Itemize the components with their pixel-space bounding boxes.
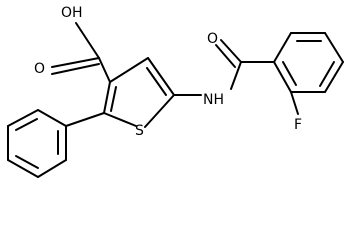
bond-phenyl-4-inner: [15, 155, 39, 169]
bond-amide-c-o-double-2: [215, 44, 236, 68]
acid-carbonyl-oxygen-label: O: [34, 61, 45, 77]
bond-acid-c-oh: [75, 22, 100, 59]
bond-phenyl-2-inner: [15, 118, 38, 131]
bond-acid-c-o-double-1: [51, 57, 100, 68]
bond-fluorophenyl-3: [324, 32, 344, 63]
bond-fluorophenyl-6-inner: [282, 61, 297, 86]
bond-lines: [7, 22, 344, 178]
bond-fluorophenyl-4: [324, 61, 344, 93]
bond-phenyl-4: [7, 159, 39, 178]
amide-carbonyl-oxygen-label: O: [207, 31, 218, 47]
bond-c5-s: [144, 94, 175, 128]
bond-fluorophenyl-1: [273, 32, 292, 63]
sulfur-label: S: [135, 123, 144, 139]
atom-labels: OH O O NH S F: [34, 5, 302, 139]
bond-c-f: [290, 91, 299, 115]
bond-acid-c-o-double-2: [51, 63, 100, 75]
bond-fluorophenyl-4-inner: [319, 61, 335, 87]
chemical-structure-diagram: OH O O NH S F: [7, 5, 344, 178]
bond-amide-c-o-double-1: [220, 39, 242, 63]
bond-c3-c4: [109, 57, 149, 83]
bond-c4-c5: [147, 57, 175, 96]
fluorine-label: F: [294, 117, 302, 133]
hydroxyl-label: OH: [61, 5, 83, 21]
bond-fluorophenyl-6: [273, 61, 292, 93]
bond-nh-carbonyl-c: [230, 61, 242, 90]
bond-c2-c3: [103, 81, 111, 114]
bond-acid-c-ring: [98, 57, 111, 83]
bond-c2-phenyl: [65, 112, 105, 127]
bond-phenyl-2: [7, 109, 39, 127]
bond-c2-c3-inner: [110, 86, 117, 112]
bond-s-c2: [103, 112, 137, 127]
bond-phenyl-1: [37, 109, 67, 127]
bond-c4-c5-inner: [146, 67, 167, 96]
amide-nh-label: NH: [203, 92, 224, 108]
bond-phenyl-5: [37, 159, 67, 178]
